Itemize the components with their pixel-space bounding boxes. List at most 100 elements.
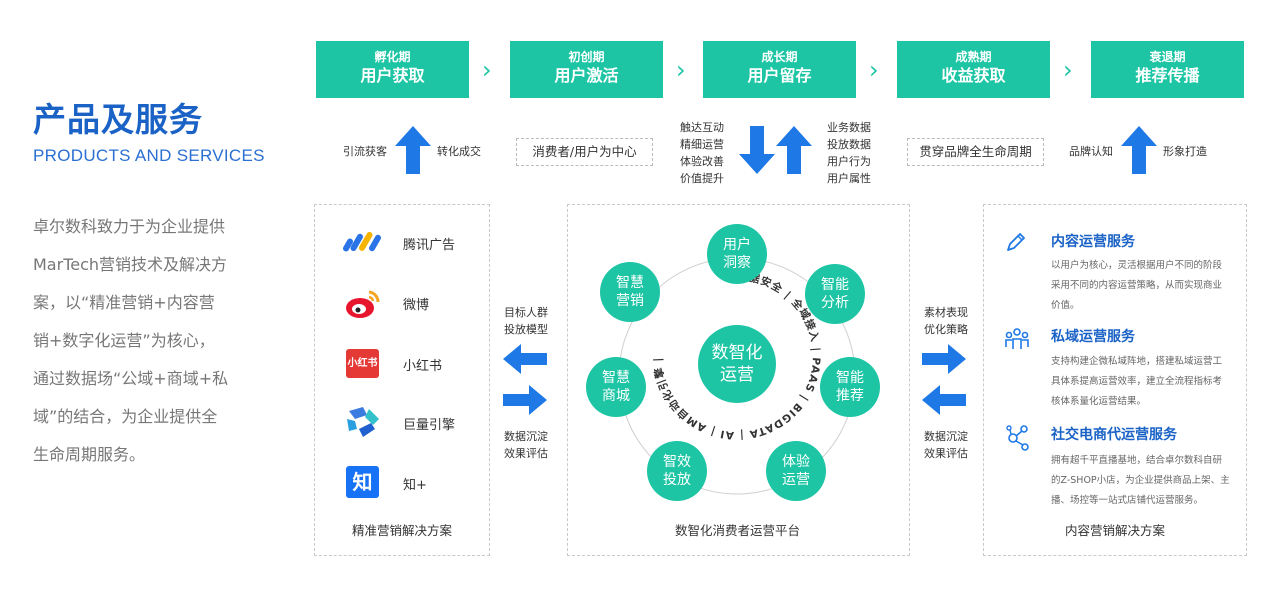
arrow-label: 数据沉淀 bbox=[924, 430, 968, 443]
zhihu-icon: 知 bbox=[346, 466, 379, 498]
stage-name: 推荐传播 bbox=[1135, 66, 1200, 85]
page-title: 产品及服务 bbox=[33, 100, 203, 139]
stage-name: 用户留存 bbox=[747, 66, 812, 85]
stage-growth: 成长期 用户留存 bbox=[703, 41, 856, 98]
arrow-left-icon bbox=[922, 385, 966, 415]
node-line: 商城 bbox=[602, 388, 630, 404]
label-acquire: 引流获客 bbox=[343, 145, 387, 158]
xiaohongshu-icon: 小红书 bbox=[346, 349, 379, 378]
brand-name: 微博 bbox=[403, 298, 430, 313]
node-line: 智能 bbox=[836, 370, 864, 386]
service-title: 社交电商代运营服务 bbox=[1051, 427, 1177, 443]
chevron-right-icon: › bbox=[869, 56, 879, 84]
stage-startup: 初创期 用户激活 bbox=[510, 41, 663, 98]
users-icon bbox=[1005, 328, 1029, 349]
growth-left-labels: 触达互动 精细运营 体验改善 价值提升 bbox=[680, 119, 724, 187]
service-desc: 支持构建企微私域阵地，搭建私域运营工 具体系提高运营效率，建立全流程指标考 核体… bbox=[1051, 352, 1231, 412]
label-brand-awareness: 品牌认知 bbox=[1069, 145, 1113, 158]
brand-name: 知+ bbox=[403, 478, 427, 493]
arrow-label: 投放模型 bbox=[504, 323, 548, 336]
node-line: 推荐 bbox=[836, 388, 864, 404]
arrow-right-icon bbox=[503, 385, 547, 415]
content-marketing-panel bbox=[983, 204, 1247, 556]
arrow-left-icon bbox=[503, 344, 547, 374]
arrow-label: 数据沉淀 bbox=[504, 430, 548, 443]
stage-name: 用户获取 bbox=[360, 66, 425, 85]
chevron-right-icon: › bbox=[1063, 56, 1073, 84]
left-arrow-bottom-labels: 数据沉淀 效果评估 bbox=[504, 428, 548, 462]
arrow-down-icon bbox=[739, 126, 775, 174]
node-line: 智能 bbox=[821, 277, 849, 293]
node-smart-mall: 智慧商城 bbox=[586, 357, 646, 417]
node-line: 用户 bbox=[723, 237, 751, 253]
stage-name: 收益获取 bbox=[941, 66, 1006, 85]
service-desc-line: 具体系提高运营效率，建立全流程指标考 bbox=[1051, 376, 1223, 387]
page-subtitle: PRODUCTS AND SERVICES bbox=[33, 146, 265, 165]
growth-right-label: 用户属性 bbox=[827, 172, 871, 185]
intro-line: 案，以“精准营销+内容营 bbox=[33, 293, 215, 312]
intro-line: 销+数字化运营”为核心， bbox=[33, 331, 215, 350]
panel-caption: 精准营销解决方案 bbox=[351, 523, 452, 538]
node-line: 智慧 bbox=[602, 370, 630, 386]
consumer-center-box: 消费者/用户为中心 bbox=[516, 138, 653, 166]
brand-name: 小红书 bbox=[403, 359, 443, 374]
growth-right-labels: 业务数据 投放数据 用户行为 用户属性 bbox=[827, 119, 871, 187]
arrow-up-icon bbox=[776, 126, 812, 174]
stage-phase: 成熟期 bbox=[955, 50, 992, 64]
node-line: 分析 bbox=[821, 295, 849, 311]
arrow-right-icon bbox=[922, 344, 966, 374]
stage-decline: 衰退期 推荐传播 bbox=[1091, 41, 1244, 98]
service-title: 私域运营服务 bbox=[1051, 329, 1135, 345]
node-smart-recommend: 智能推荐 bbox=[820, 357, 880, 417]
node-line: 运营 bbox=[782, 472, 810, 488]
arrow-up-icon bbox=[395, 126, 431, 174]
intro-line: 卓尔数科致力于为企业提供 bbox=[33, 217, 226, 236]
core-line: 运营 bbox=[720, 365, 754, 385]
digital-operation-panel bbox=[567, 204, 910, 556]
stage-incubation: 孵化期 用户获取 bbox=[316, 41, 469, 98]
service-desc-line: 核体系量化运营结果。 bbox=[1051, 396, 1147, 407]
arrow-label: 优化策略 bbox=[924, 323, 968, 336]
node-line: 营销 bbox=[616, 293, 644, 309]
growth-right-label: 业务数据 bbox=[827, 121, 871, 134]
service-desc-line: 采用不同的内容运营策略，从而实现商业 bbox=[1051, 280, 1223, 291]
node-line: 洞察 bbox=[723, 255, 751, 271]
stage-phase: 初创期 bbox=[568, 50, 605, 64]
arrow-label: 效果评估 bbox=[504, 447, 548, 460]
service-desc-line: 以用户为核心，灵活根据用户不同的阶段 bbox=[1051, 260, 1223, 271]
growth-left-label: 价值提升 bbox=[680, 172, 724, 185]
growth-left-label: 体验改善 bbox=[680, 155, 724, 168]
stage-phase: 衰退期 bbox=[1149, 50, 1186, 64]
chevron-right-icon: › bbox=[482, 56, 492, 84]
service-desc: 以用户为核心，灵活根据用户不同的阶段 采用不同的内容运营策略，从而实现商业 价值… bbox=[1051, 256, 1231, 316]
stage-mature: 成熟期 收益获取 bbox=[897, 41, 1050, 98]
node-user-insight: 用户洞察 bbox=[707, 224, 767, 284]
arrow-label: 效果评估 bbox=[924, 447, 968, 460]
weibo-icon bbox=[346, 290, 380, 318]
label-convert: 转化成交 bbox=[437, 145, 481, 158]
brand-name: 巨量引擎 bbox=[403, 418, 456, 433]
core-circle: 数智化运营 bbox=[698, 325, 776, 403]
ocean-engine-icon bbox=[347, 407, 379, 437]
intro-line: 域”的结合，为企业提供全 bbox=[33, 407, 218, 426]
growth-right-label: 投放数据 bbox=[827, 138, 871, 151]
node-smart-placement: 智效投放 bbox=[647, 441, 707, 501]
lifecycle-box: 贯穿品牌全生命周期 bbox=[907, 138, 1044, 166]
node-line: 体验 bbox=[782, 454, 810, 470]
arrow-up-icon bbox=[1121, 126, 1157, 174]
label-image-building: 形象打造 bbox=[1163, 145, 1207, 158]
stage-phase: 成长期 bbox=[761, 50, 798, 64]
left-arrow-top-labels: 目标人群 投放模型 bbox=[504, 304, 548, 338]
node-line: 投放 bbox=[663, 472, 691, 488]
chevron-right-icon: › bbox=[676, 56, 686, 84]
service-title: 内容运营服务 bbox=[1051, 234, 1135, 250]
right-arrow-top-labels: 素材表现 优化策略 bbox=[924, 304, 968, 338]
service-desc: 拥有超千平直播基地，结合卓尔数科自研 的Z-SHOP小店，为企业提供商品上架、主… bbox=[1051, 451, 1231, 511]
intro-line: 生命周期服务。 bbox=[33, 445, 146, 464]
right-arrow-bottom-labels: 数据沉淀 效果评估 bbox=[924, 428, 968, 462]
panel-caption: 数智化消费者运营平台 bbox=[674, 523, 800, 538]
core-line: 数智化 bbox=[711, 343, 763, 363]
node-smart-analysis: 智能分析 bbox=[805, 264, 865, 324]
stage-phase: 孵化期 bbox=[374, 50, 411, 64]
tencent-ads-icon bbox=[343, 231, 381, 252]
